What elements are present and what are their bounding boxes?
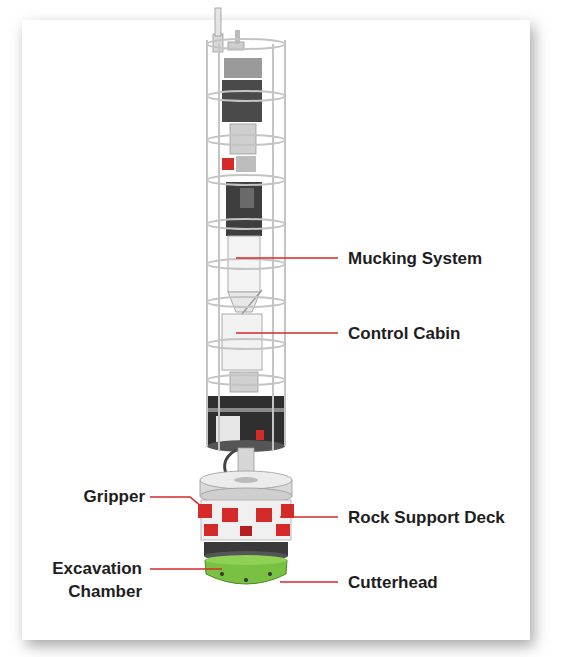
illustration-part — [240, 526, 252, 536]
illustration-part — [207, 175, 285, 185]
illustration-part — [256, 508, 272, 522]
illustration-part — [206, 40, 208, 446]
tower-equipment — [222, 58, 262, 392]
leader-lines — [150, 258, 338, 582]
top-mast — [213, 8, 244, 52]
part-label: Rock Support Deck — [348, 506, 505, 529]
illustration-part — [150, 497, 208, 512]
illustration-part — [234, 477, 258, 483]
illustration-part — [207, 39, 285, 49]
illustration-part — [228, 236, 260, 292]
illustration-part — [236, 257, 338, 259]
illustration-part — [281, 504, 294, 518]
illustration-part — [150, 568, 222, 570]
illustration-part — [200, 471, 292, 489]
illustration-part — [220, 572, 224, 576]
illustration-part — [207, 135, 285, 145]
illustration-part — [244, 578, 248, 582]
illustration-part — [224, 58, 262, 78]
illustration-part — [207, 339, 285, 349]
illustration-part — [207, 219, 285, 229]
illustration-part — [218, 44, 220, 450]
illustration-part — [272, 44, 274, 450]
illustration-part — [228, 292, 260, 312]
illustration-part — [240, 188, 254, 208]
illustration-part — [205, 555, 287, 565]
illustration-part — [207, 91, 285, 101]
illustration-part — [207, 375, 285, 385]
illustration-part — [235, 30, 240, 44]
illustration-part — [230, 124, 256, 154]
illustration-part — [284, 40, 286, 446]
illustration-part — [222, 508, 238, 522]
illustration-part — [207, 259, 285, 269]
illustration-part — [215, 8, 221, 36]
part-label: Control Cabin — [348, 322, 460, 345]
rock-support-deck — [200, 471, 292, 504]
illustration-part — [204, 524, 218, 536]
illustration-part — [242, 290, 262, 314]
illustration-part — [236, 332, 338, 334]
illustration-part — [236, 156, 256, 172]
part-label: Mucking System — [348, 247, 482, 270]
illustration-part — [222, 314, 262, 370]
illustration-part — [280, 581, 338, 583]
illustration-part — [201, 500, 291, 540]
illustration-part — [280, 516, 338, 518]
part-label: Gripper — [40, 485, 145, 508]
illustration-part — [256, 430, 264, 440]
illustration-part — [207, 297, 285, 307]
part-label: Excavation Chamber — [28, 557, 142, 603]
illustration-part — [268, 572, 272, 576]
gripper — [198, 500, 294, 540]
part-label: Cutterhead — [348, 571, 438, 594]
illustration-part — [222, 158, 234, 170]
illustration-part — [276, 524, 290, 536]
tower-frame — [207, 39, 285, 450]
